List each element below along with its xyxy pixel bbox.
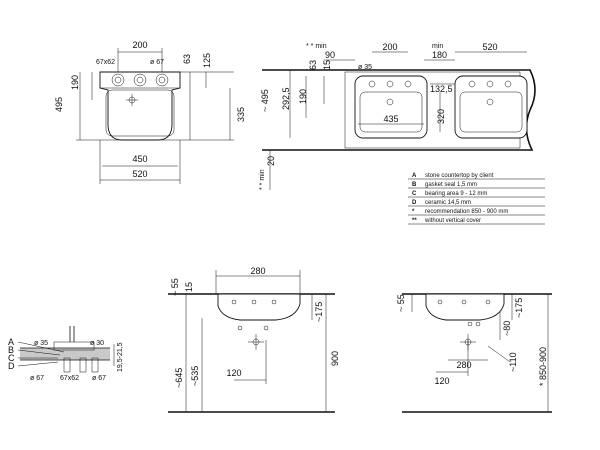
legend-key-b: B xyxy=(412,182,417,188)
side1-dim-15: 15 xyxy=(184,282,194,292)
front-view: 200 67x62 ø 67 63 125 190 495 335 450 52… xyxy=(54,40,246,184)
ct-dim-320: 320 xyxy=(436,109,446,124)
front-sink-outline xyxy=(99,71,181,141)
section-label-a: A xyxy=(8,337,14,347)
section-view: A B C D ø 35 ø 30 ø 67 67x62 ø 67 19,5-2… xyxy=(8,326,124,382)
front-dim-495: 495 xyxy=(54,97,64,112)
side2-dim-55: ~ 55 xyxy=(396,294,406,312)
legend-key-dstar: ** xyxy=(412,218,417,224)
side1-dim-280: 280 xyxy=(250,266,265,276)
countertop-dim-lines xyxy=(269,51,527,190)
side2-dim-110: ~110 xyxy=(508,352,518,372)
side2-dim-80: ~80 xyxy=(502,321,512,336)
basin-2 xyxy=(454,75,528,139)
side2-dim-280: 280 xyxy=(456,360,471,370)
side1-dim-120: 120 xyxy=(226,368,241,378)
section-label-d: D xyxy=(8,361,15,371)
section-dim-6762: 67x62 xyxy=(60,375,79,382)
side-sink-2 xyxy=(425,293,505,321)
ct-dim-520: 520 xyxy=(482,42,497,52)
legend-key-c: C xyxy=(412,191,417,197)
ct-dim-1325: 132,5 xyxy=(430,84,453,94)
section-label-b: B xyxy=(8,345,14,355)
ct-min-90-label: * * min xyxy=(306,43,327,50)
section-dim-thickness: 19,5-21,5 xyxy=(117,342,124,372)
countertop-section xyxy=(20,348,110,360)
legend-key-d: D xyxy=(412,200,417,206)
front-dim-335: 335 xyxy=(236,107,246,122)
front-dim-190: 190 xyxy=(70,75,80,90)
side-view-1: ~ 55 15 280 ~175 ~645 ~535 120 900 xyxy=(168,266,340,413)
ct-dim-180: 180 xyxy=(432,50,447,60)
ct-dim-2925: 292,5 xyxy=(281,87,291,110)
side-view-2: ~ 55 ~175 ~80 ~110 280 120 * 850-900 xyxy=(396,293,552,413)
side2-dim-120: 120 xyxy=(434,376,449,386)
side1-dim-900: 900 xyxy=(330,351,340,366)
ct-dim-190: 190 xyxy=(298,89,308,104)
legend-key-a: A xyxy=(412,173,417,179)
legend-text-d: ceramic 14,5 mm xyxy=(425,200,471,206)
side2-dim-850: * 850-900 xyxy=(538,347,548,386)
section-dim-o35: ø 35 xyxy=(34,340,48,347)
section-dim-o67a: ø 67 xyxy=(30,375,44,382)
side2-dim-175: ~175 xyxy=(514,298,524,318)
tap-hole-icons xyxy=(111,73,169,106)
front-dim-63: 63 xyxy=(182,54,192,64)
ct-dim-200: 200 xyxy=(382,42,397,52)
legend-text-a: stone countertop by client xyxy=(425,173,494,179)
side1-dim-535: ~535 xyxy=(190,366,200,386)
front-dim-125: 125 xyxy=(202,53,212,68)
side1-dim-645: ~645 xyxy=(174,368,184,388)
basin-1 xyxy=(354,75,428,139)
legend-key-star: * xyxy=(412,209,415,215)
section-dim-o30: ø 30 xyxy=(90,340,104,347)
front-dim-450: 450 xyxy=(132,154,147,164)
countertop-view: * * min 90 63 15 200 min 180 520 ø 35 13… xyxy=(259,42,536,190)
side-sink-1 xyxy=(217,293,301,321)
ct-dim-63: 63 xyxy=(308,60,318,70)
legend-text-c: bearing area 9 - 12 mm xyxy=(425,191,487,197)
ct-dim-o35: ø 35 xyxy=(358,64,372,71)
legend-text-dstar: without vertical cover xyxy=(424,218,481,224)
front-dim-520: 520 xyxy=(132,169,147,179)
legend-text-star: recommendation 850 - 900 mm xyxy=(425,209,508,215)
legend-text-b: gasket seal 1,5 mm xyxy=(425,182,477,188)
ct-dim-90: 90 xyxy=(325,50,335,60)
ct-dim-20: 20 xyxy=(266,156,276,166)
section-dim-o67b: ø 67 xyxy=(92,375,106,382)
ct-dim-435: 435 xyxy=(383,114,398,124)
ct-min-20-label: * * min xyxy=(259,169,266,190)
front-dim-67x62: 67x62 xyxy=(96,59,115,66)
front-dim-o67: ø 67 xyxy=(150,59,164,66)
ct-dim-495: ~ 495 xyxy=(260,89,270,112)
front-dim-200: 200 xyxy=(132,40,147,50)
side1-dim-55: ~ 55 xyxy=(170,278,180,296)
front-dim-lines xyxy=(76,48,234,184)
ct-min-180-label: min xyxy=(432,43,443,50)
side1-dim-175: ~175 xyxy=(314,302,324,322)
section-label-c: C xyxy=(8,353,15,363)
ct-dim-15: 15 xyxy=(322,60,332,70)
legend: A stone countertop by client B gasket se… xyxy=(408,173,545,225)
